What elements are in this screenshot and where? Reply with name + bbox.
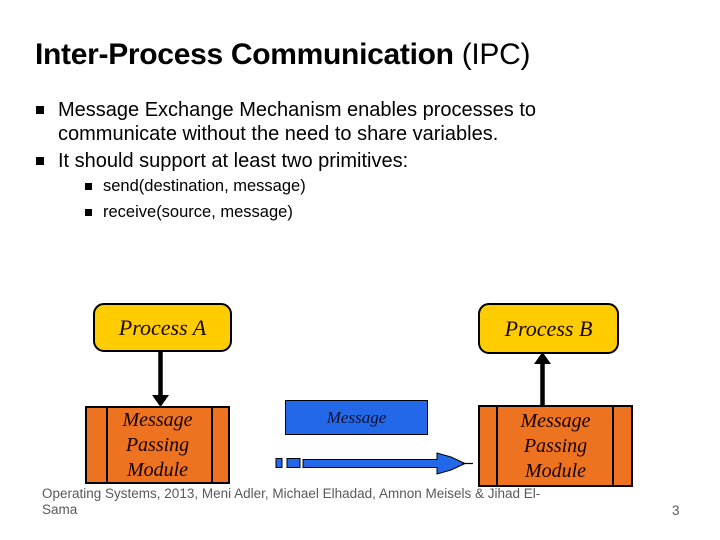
message-passing-module-right-box: Message Passing Module [478, 405, 633, 487]
sub-bullet-list: send(destination, message) receive(sourc… [85, 177, 633, 221]
message-passing-module-right-label: Message Passing Module [520, 409, 591, 482]
module-divider-line [612, 407, 614, 485]
bullet-square-icon [36, 157, 44, 165]
process-b-label: Process B [504, 315, 593, 341]
sub-bullet-item: send(destination, message) [85, 177, 633, 195]
bullet-text: Message Exchange Mechanism enables proce… [58, 99, 537, 145]
message-passing-module-left-box: Message Passing Module [85, 406, 230, 484]
down-arrow-icon [152, 351, 169, 407]
message-label: Message [326, 407, 387, 427]
message-flow-arrow-icon [275, 452, 473, 475]
footer-credits-line2: Sama [42, 502, 78, 517]
up-arrow-icon [534, 352, 551, 406]
sub-bullet-text: send(destination, message) [103, 177, 306, 195]
process-a-box: Process A [93, 303, 232, 352]
page-number: 3 [672, 503, 680, 518]
bullet-list: Message Exchange Mechanism enables proce… [33, 98, 633, 229]
bullet-item: Message Exchange Mechanism enables proce… [33, 98, 633, 146]
module-divider-line [211, 408, 213, 482]
bullet-item: It should support at least two primitive… [33, 149, 633, 173]
message-box: Message [285, 400, 428, 435]
footer-credits: Operating Systems, 2013, Meni Adler, Mic… [42, 486, 682, 518]
bullet-text: It should support at least two primitive… [58, 150, 409, 172]
module-divider-line [496, 407, 498, 485]
message-passing-module-left-label: Message Passing Module [122, 408, 193, 481]
sub-bullet-text: receive(source, message) [103, 203, 293, 221]
sub-bullet-item: receive(source, message) [85, 203, 633, 221]
page-title-main: Inter-Process Communication [35, 38, 454, 71]
page-title-suffix: (IPC) [453, 38, 531, 71]
footer-credits-line1: Operating Systems, 2013, Meni Adler, Mic… [42, 486, 541, 501]
process-a-label: Process A [118, 314, 207, 340]
bullet-square-icon [85, 183, 92, 190]
bullet-square-icon [85, 209, 92, 216]
module-divider-line [106, 408, 108, 482]
process-b-box: Process B [478, 303, 619, 354]
page-title: Inter-Process Communication (IPC) [35, 38, 695, 72]
bullet-square-icon [36, 106, 44, 114]
